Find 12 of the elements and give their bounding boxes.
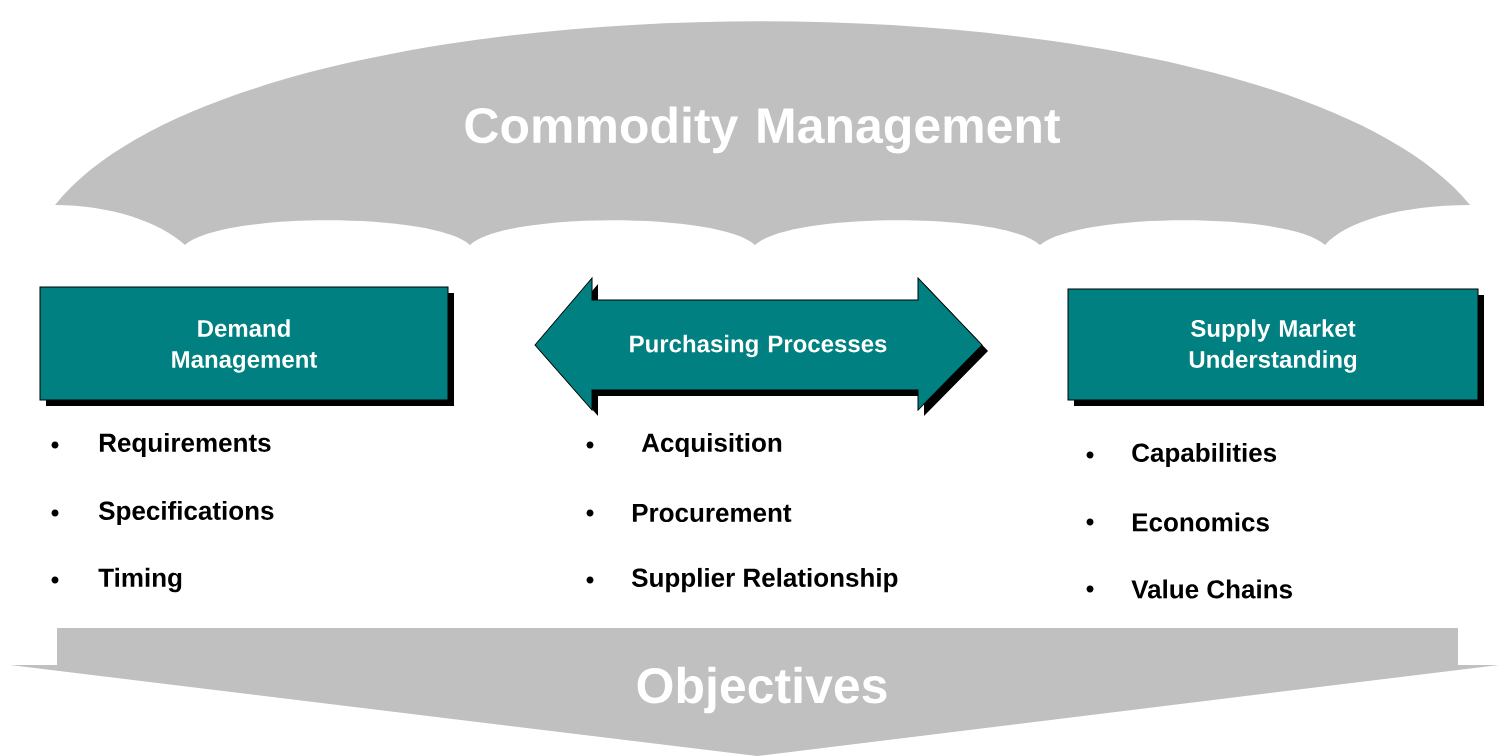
bullet-item: Value Chains: [1086, 579, 1292, 599]
bullet-item: Capabilities: [1086, 442, 1277, 468]
arrow-band: Objectives: [10, 628, 1499, 756]
bullet-item: Economics: [1086, 512, 1269, 532]
bullet-item: Specifications: [51, 500, 274, 526]
bullet-item: Requirements: [51, 432, 271, 458]
bullet-item: Timing: [51, 567, 182, 593]
process-box: Supply Market Understanding: [1067, 288, 1484, 406]
process-box: Demand Management: [39, 286, 454, 406]
bullet-item: Procurement: [586, 503, 792, 523]
bullet-item: Acquisition: [586, 432, 782, 458]
bullet-item: Supplier Relationship: [586, 567, 898, 593]
